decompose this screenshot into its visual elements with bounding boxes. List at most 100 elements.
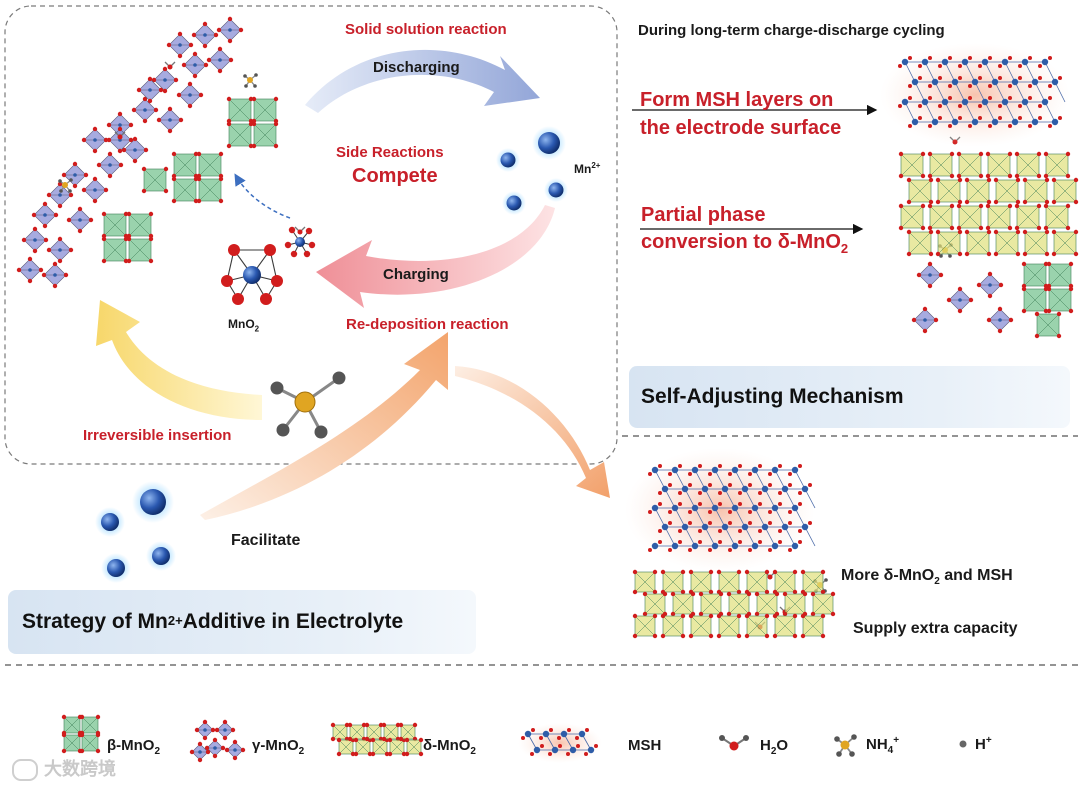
legend-delta-icon (370, 737, 390, 757)
legend-gamma-icon (189, 741, 211, 763)
gamma-unit (16, 256, 44, 284)
beta-unit (1021, 261, 1049, 289)
msh-node (768, 502, 782, 514)
mn2-label: Mn2+ (574, 161, 601, 176)
delta-unit (964, 229, 992, 257)
beta-unit (171, 176, 199, 204)
msh-node (958, 96, 972, 108)
msh-node (968, 116, 982, 128)
irreversible-label: Irreversible insertion (83, 427, 232, 444)
legend-delta-icon (404, 737, 424, 757)
nh4-small-icon (58, 178, 73, 193)
msh-node (688, 464, 702, 476)
msh-node (938, 56, 952, 68)
beta-unit (126, 236, 154, 264)
legend-msh-icon (521, 728, 535, 740)
delta-unit (964, 177, 992, 205)
msh-node (648, 502, 662, 514)
delta-unit (1014, 203, 1042, 231)
beta-unit (101, 236, 129, 264)
legend-msh-icon (548, 744, 562, 756)
delta-unit (906, 177, 934, 205)
legend-beta-icon (61, 714, 83, 736)
delta-mno2-msh-structure (625, 448, 836, 639)
delta-unit (993, 177, 1021, 205)
msh-node (678, 521, 692, 533)
delta-unit (935, 177, 963, 205)
msh-node (898, 96, 912, 108)
compete-label: Compete (352, 165, 438, 187)
msh-node (658, 483, 672, 495)
delta-unit (642, 591, 668, 617)
msh-node (698, 521, 712, 533)
msh-node (668, 502, 682, 514)
beta-unit (226, 96, 254, 124)
delta-unit (782, 591, 808, 617)
msh-node (1048, 76, 1062, 88)
legend-h2o-label: H2O (760, 737, 789, 757)
msh-node (658, 521, 672, 533)
delta-unit (716, 613, 742, 639)
watermark-logo-icon (12, 759, 38, 782)
legend-msh-label: MSH (628, 737, 662, 754)
mno2-octahedron-large (221, 244, 283, 305)
beta-unit (251, 96, 279, 124)
legend-gamma-icon (194, 719, 216, 741)
msh-node (1028, 116, 1042, 128)
legend-nh4-icon (834, 734, 857, 757)
gamma-unit (151, 66, 179, 94)
gamma-unit (41, 261, 69, 289)
gamma-unit (181, 51, 209, 79)
msh-node (988, 76, 1002, 88)
gamma-unit (106, 111, 134, 139)
legend-delta-icon (387, 737, 407, 757)
msh-node (768, 464, 782, 476)
h2o-small-icon (114, 131, 126, 140)
h2o-small-icon (164, 61, 176, 70)
msh-node (738, 483, 752, 495)
gamma-unit (131, 96, 159, 124)
delta-unit (716, 569, 742, 595)
mno2-label: MnO2 (228, 317, 260, 334)
gamma-unit (206, 46, 234, 74)
beta-unit (1046, 261, 1074, 289)
gamma-unit (911, 306, 939, 334)
msh-line-1: Form MSH layers on (640, 89, 834, 111)
delta-unit (772, 569, 798, 595)
gamma-unit (191, 21, 219, 49)
cycling-title: During long-term charge-discharge cyclin… (638, 22, 945, 39)
msh-node (898, 56, 912, 68)
msh-node (758, 521, 772, 533)
msh-node (708, 464, 722, 476)
legend-beta-label: β-MnO2 (107, 737, 161, 757)
delta-unit (935, 229, 963, 257)
legend-gamma-label: γ-MnO2 (252, 737, 305, 757)
legend-msh-icon (566, 744, 580, 756)
delta-unit (1043, 203, 1071, 231)
delta-unit (906, 229, 934, 257)
mn2-ions-top (496, 126, 568, 215)
legend-msh-icon (530, 744, 544, 756)
gamma-unit (156, 106, 184, 134)
gamma-unit (916, 261, 944, 289)
delta-unit (744, 569, 770, 595)
msh-node (778, 483, 792, 495)
delta-unit (898, 151, 926, 179)
msh-node (1028, 76, 1042, 88)
gamma-unit (31, 201, 59, 229)
discharging-label: Discharging (373, 59, 460, 76)
legend-gamma-icon (214, 719, 236, 741)
delta-unit (927, 151, 955, 179)
legend-beta-icon (79, 732, 101, 754)
msh-node (748, 540, 762, 552)
msh-node (748, 464, 762, 476)
gamma-unit (46, 236, 74, 264)
delta-unit (993, 229, 1021, 257)
msh-node (1008, 76, 1022, 88)
beta-unit (196, 151, 224, 179)
delta-unit (660, 569, 686, 595)
msh-node (668, 540, 682, 552)
msh-node (768, 540, 782, 552)
delta-unit (956, 203, 984, 231)
